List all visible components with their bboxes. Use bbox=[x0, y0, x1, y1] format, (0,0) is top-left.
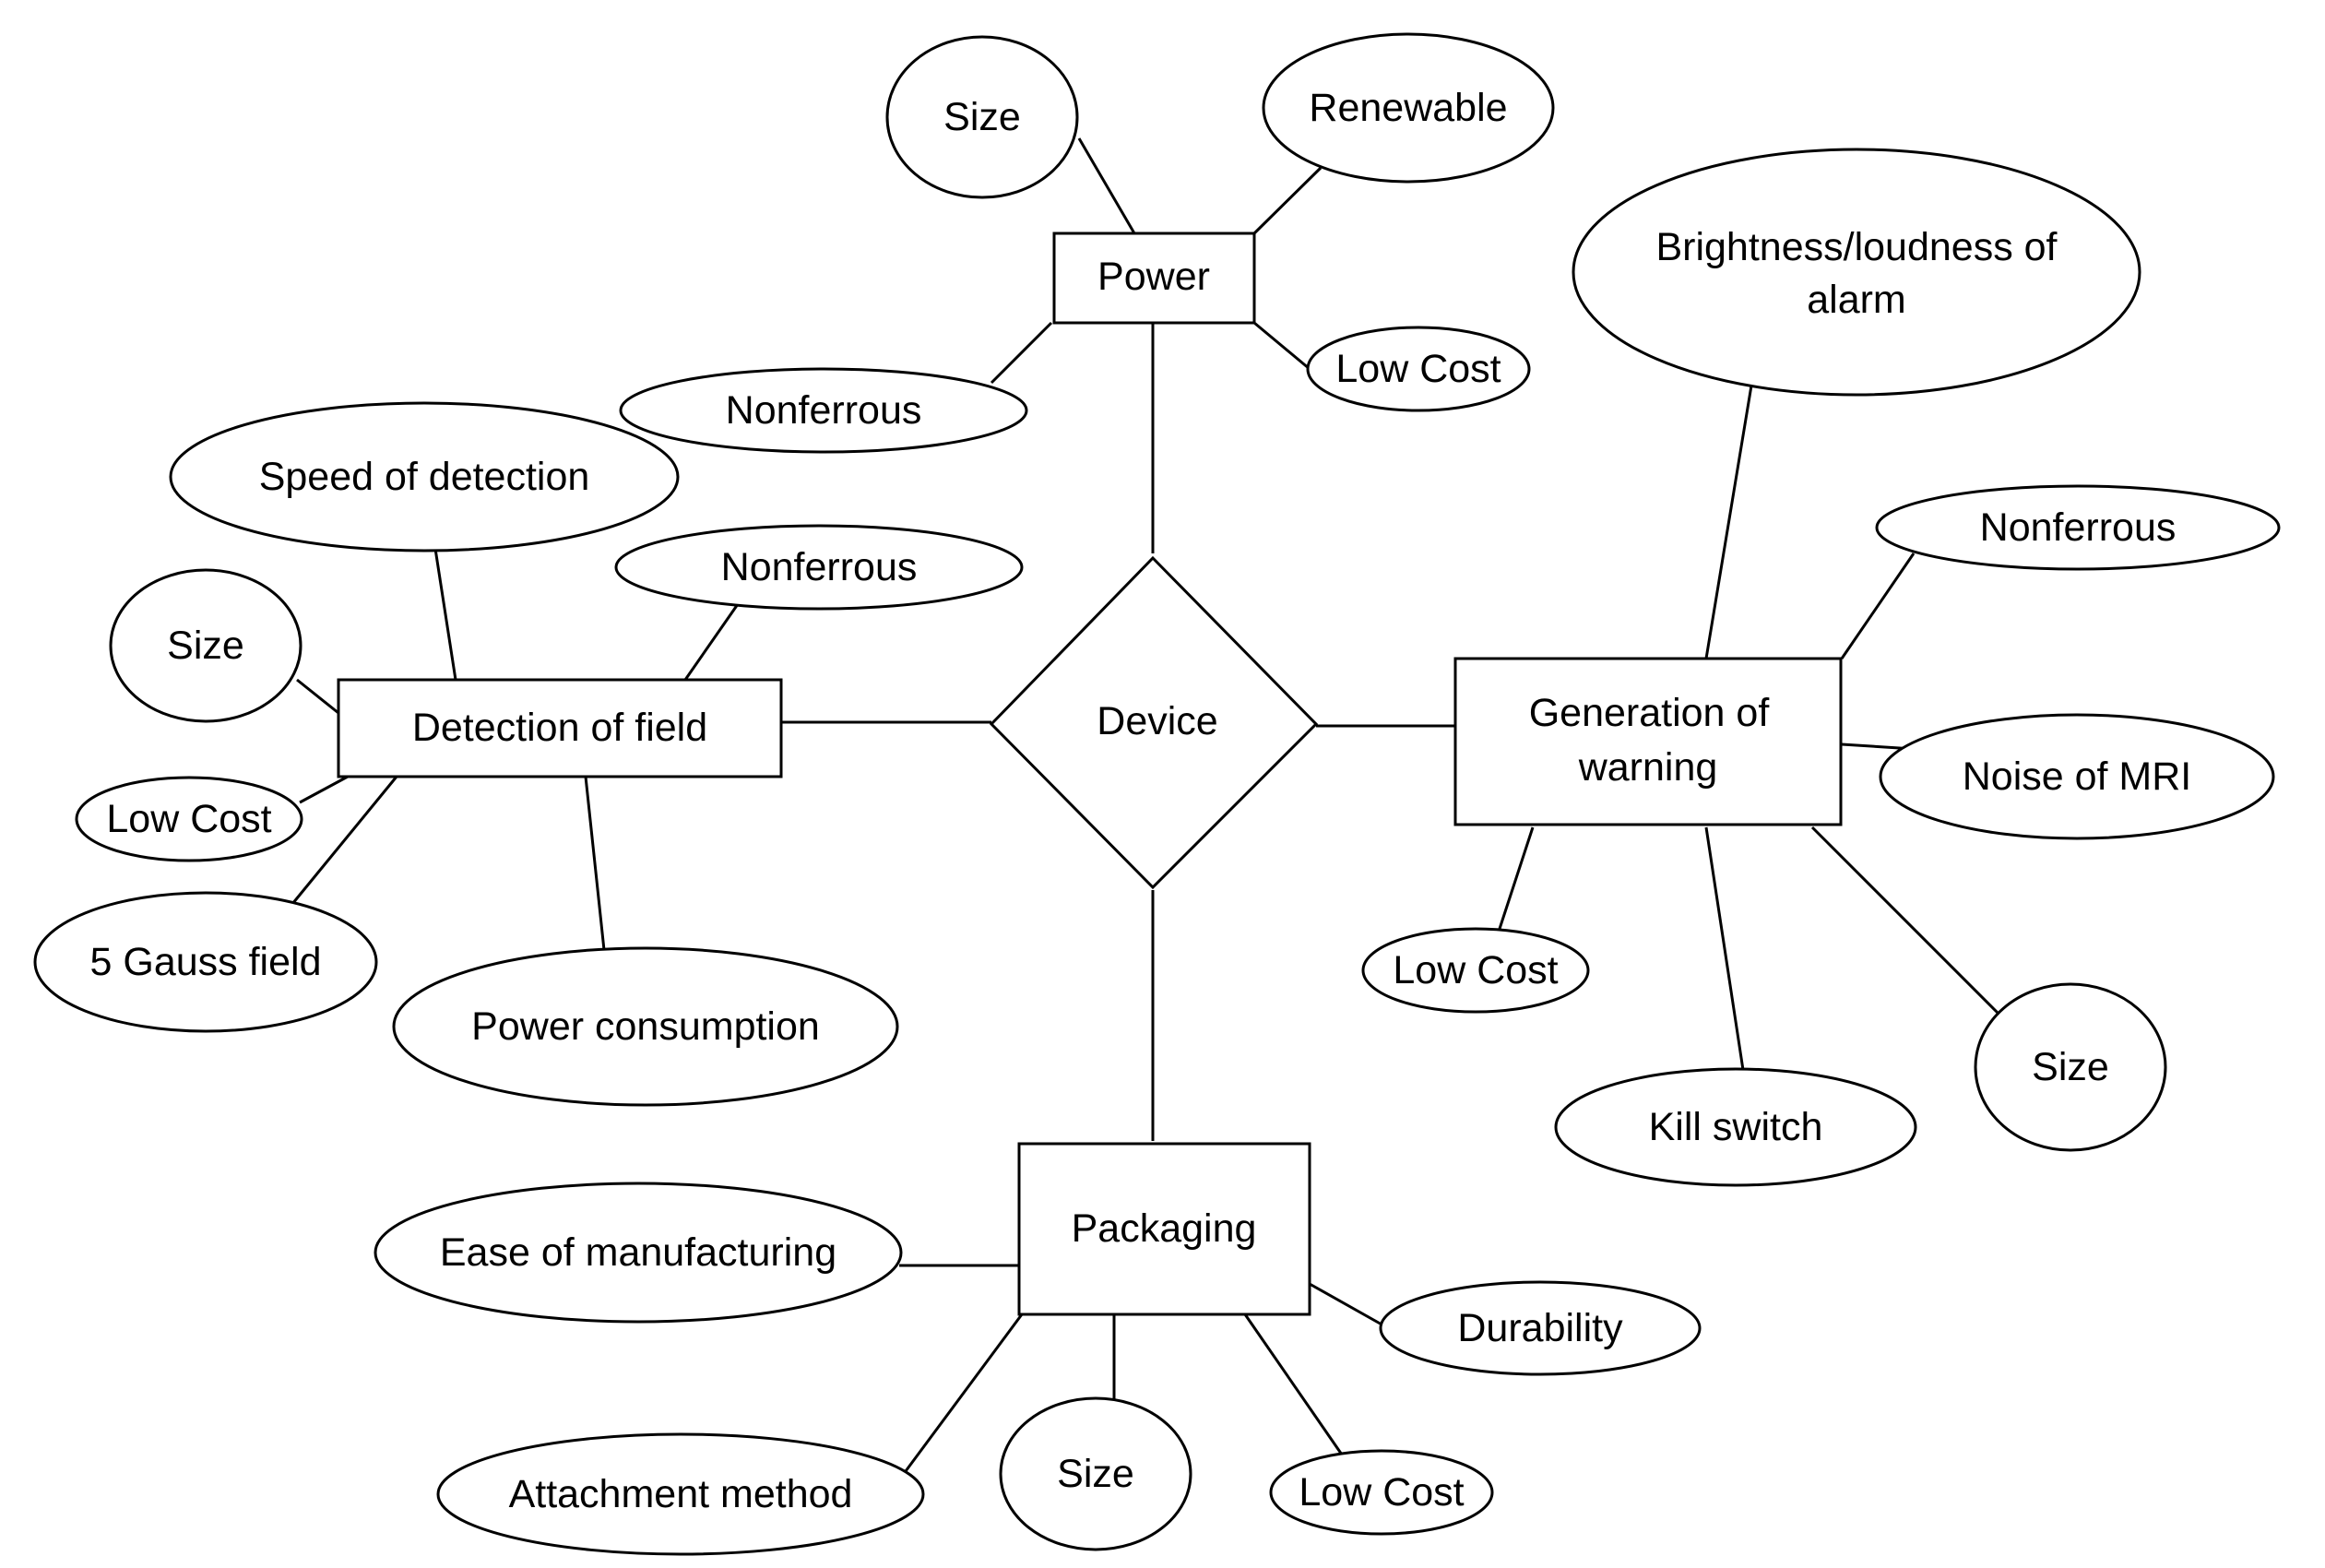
connector-packaging-attachment bbox=[906, 1314, 1022, 1471]
device-label: Device bbox=[1097, 699, 1217, 743]
attribute-label: Speed of detection bbox=[259, 455, 590, 499]
connector-power-lowcost bbox=[1254, 323, 1310, 369]
attribute-node: Size bbox=[111, 570, 301, 721]
attribute-label-line1: Brightness/loudness of bbox=[1655, 225, 2058, 269]
attribute-node: Nonferrous bbox=[621, 369, 1026, 452]
attribute-label: Durability bbox=[1457, 1306, 1623, 1350]
connector-warning-lowcost bbox=[1499, 827, 1533, 932]
attribute-label: Kill switch bbox=[1649, 1105, 1823, 1149]
attribute-node: Power consumption bbox=[394, 948, 897, 1105]
attribute-label: Nonferrous bbox=[726, 388, 922, 433]
warning-label-line1: Generation of bbox=[1529, 691, 1771, 735]
connector-warning-brightness bbox=[1706, 380, 1752, 659]
packaging-label: Packaging bbox=[1072, 1206, 1257, 1251]
attribute-node: Durability bbox=[1381, 1282, 1700, 1374]
attribute-node: Renewable bbox=[1263, 34, 1553, 182]
power-category: Power bbox=[1054, 233, 1254, 323]
attribute-node: Speed of detection bbox=[171, 403, 678, 551]
warning-box bbox=[1455, 659, 1841, 825]
attribute-label: Size bbox=[2032, 1045, 2109, 1089]
attribute-node: Ease of manufacturing bbox=[375, 1183, 901, 1322]
attribute-ellipse bbox=[1573, 149, 2140, 395]
connector-detection-speed bbox=[435, 549, 456, 680]
connector-warning-kill bbox=[1706, 827, 1743, 1070]
attribute-label-line2: alarm bbox=[1807, 278, 1906, 322]
detection-label: Detection of field bbox=[412, 706, 707, 750]
connector-power-nonferrous bbox=[991, 323, 1051, 383]
attribute-node: Size bbox=[1975, 984, 2165, 1150]
connector-detection-lowcost bbox=[300, 777, 348, 802]
attribute-label: Low Cost bbox=[1335, 347, 1501, 391]
attribute-node: Attachment method bbox=[438, 1434, 923, 1554]
connector-detection-size bbox=[297, 680, 338, 713]
attribute-label: Size bbox=[167, 624, 244, 668]
attribute-label: Low Cost bbox=[1393, 948, 1558, 992]
attribute-label: Noise of MRI bbox=[1963, 754, 2192, 799]
attribute-label: Low Cost bbox=[106, 797, 271, 841]
attribute-node: Low Cost bbox=[1271, 1451, 1492, 1534]
connector-warning-size bbox=[1812, 827, 2001, 1016]
attribute-node: Nonferrous bbox=[616, 526, 1022, 609]
attribute-node: 5 Gauss field bbox=[35, 893, 376, 1031]
packaging-category: Packaging bbox=[1019, 1144, 1310, 1314]
attribute-node: Size bbox=[1001, 1398, 1191, 1550]
connector-packaging-durability bbox=[1310, 1284, 1383, 1325]
detection-category: Detection of field bbox=[338, 680, 781, 777]
connector-detection-power-consumption bbox=[586, 777, 604, 950]
attribute-node: Low Cost bbox=[77, 778, 302, 861]
attribute-node: Brightness/loudness of alarm bbox=[1573, 149, 2140, 395]
connector-power-renewable bbox=[1254, 168, 1321, 233]
attribute-label: Nonferrous bbox=[1980, 505, 2177, 550]
device-node: Device bbox=[991, 558, 1316, 887]
attribute-node: Low Cost bbox=[1363, 929, 1588, 1012]
connector-power-size bbox=[1079, 138, 1134, 233]
attribute-label: Renewable bbox=[1309, 86, 1507, 130]
attribute-node: Nonferrous bbox=[1877, 486, 2279, 569]
attribute-label: Nonferrous bbox=[721, 545, 918, 589]
connector-detection-nonferrous bbox=[685, 604, 738, 680]
attribute-label: Power consumption bbox=[471, 1004, 820, 1049]
connector-warning-nonferrous bbox=[1842, 553, 1914, 659]
attribute-node: Noise of MRI bbox=[1880, 715, 2273, 838]
connector-detection-gauss bbox=[292, 777, 397, 904]
warning-category: Generation of warning bbox=[1455, 659, 1841, 825]
attribute-node: Size bbox=[887, 37, 1077, 197]
attribute-label: Low Cost bbox=[1299, 1470, 1464, 1515]
attribute-label: Ease of manufacturing bbox=[440, 1230, 836, 1275]
attribute-node: Kill switch bbox=[1556, 1069, 1916, 1185]
attribute-node: Low Cost bbox=[1308, 327, 1529, 410]
attribute-label: 5 Gauss field bbox=[90, 940, 322, 984]
connector-packaging-lowcost bbox=[1245, 1314, 1344, 1457]
attribute-label: Attachment method bbox=[509, 1472, 853, 1516]
power-label: Power bbox=[1097, 255, 1210, 299]
warning-label-line2: warning bbox=[1578, 745, 1718, 790]
attribute-label: Size bbox=[943, 95, 1021, 139]
attribute-label: Size bbox=[1057, 1452, 1134, 1496]
